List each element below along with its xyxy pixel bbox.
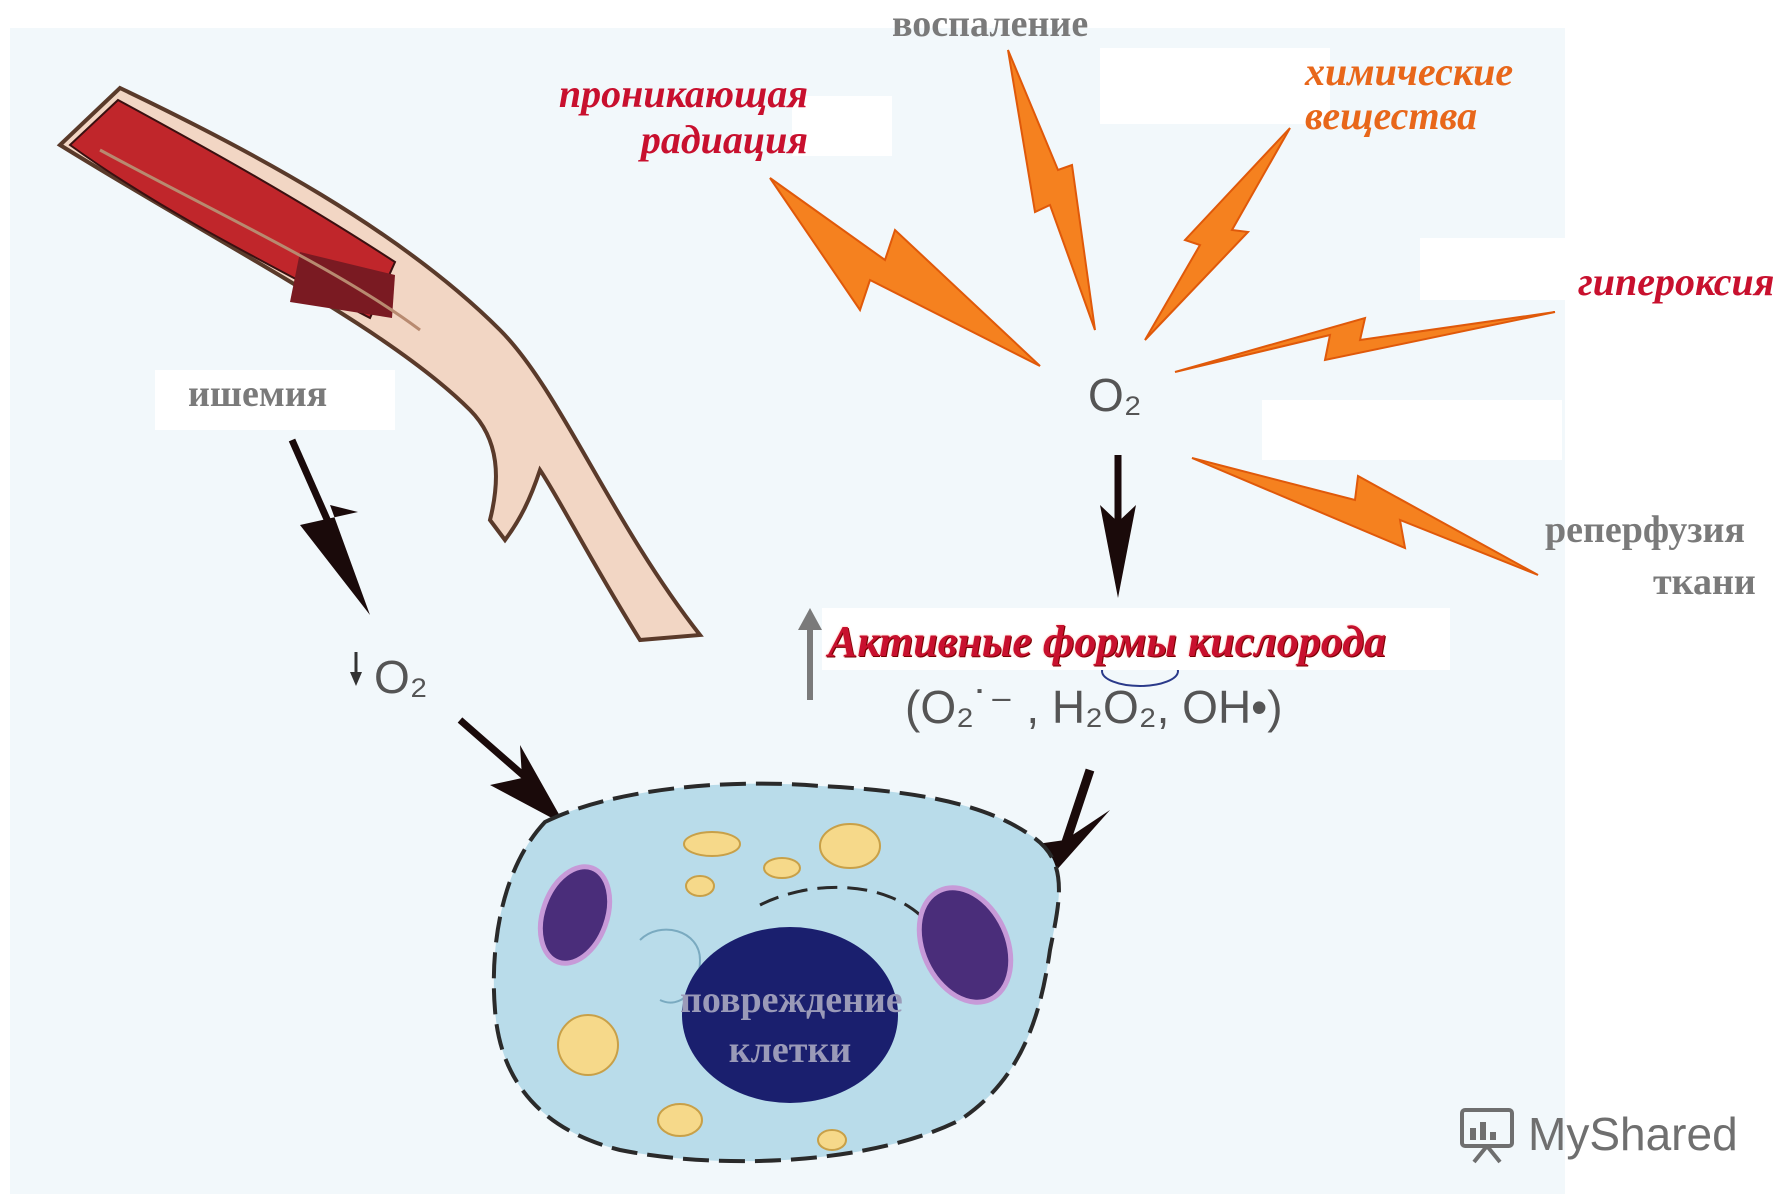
- label-chemicals-line1: химические: [1305, 48, 1513, 95]
- white-patch: [1262, 400, 1562, 460]
- label-reperfusion-line2: ткани: [1653, 560, 1756, 604]
- label-hyperoxia: гипероксия: [1578, 258, 1774, 305]
- white-patch: [1100, 48, 1330, 124]
- label-ros-title: Активные формы кислорода: [828, 616, 1386, 667]
- presentation-board-icon: [1456, 1102, 1520, 1166]
- label-cell-damage-line2: клетки: [680, 1025, 900, 1075]
- label-cell-damage: повреждение клетки: [680, 975, 900, 1075]
- label-o2: O₂: [1088, 368, 1142, 422]
- label-low-o2: O₂: [374, 650, 428, 704]
- label-ros-formula: (O₂˙⁻ , H₂O₂, OH•): [905, 680, 1283, 734]
- watermark-logo: MyShared: [1456, 1102, 1738, 1166]
- label-radiation-line1: проникающая: [546, 70, 808, 117]
- cell: [494, 784, 1059, 1162]
- label-inflammation: воспаление: [892, 2, 1088, 46]
- label-radiation-line2: радиация: [546, 116, 808, 163]
- label-chemicals-line2: вещества: [1305, 92, 1477, 139]
- label-ischemia: ишемия: [188, 372, 327, 416]
- label-cell-damage-line1: повреждение: [680, 975, 900, 1025]
- white-patch: [1420, 238, 1600, 300]
- label-reperfusion-line1: реперфузия: [1545, 508, 1745, 552]
- logo-text: MyShared: [1528, 1107, 1738, 1161]
